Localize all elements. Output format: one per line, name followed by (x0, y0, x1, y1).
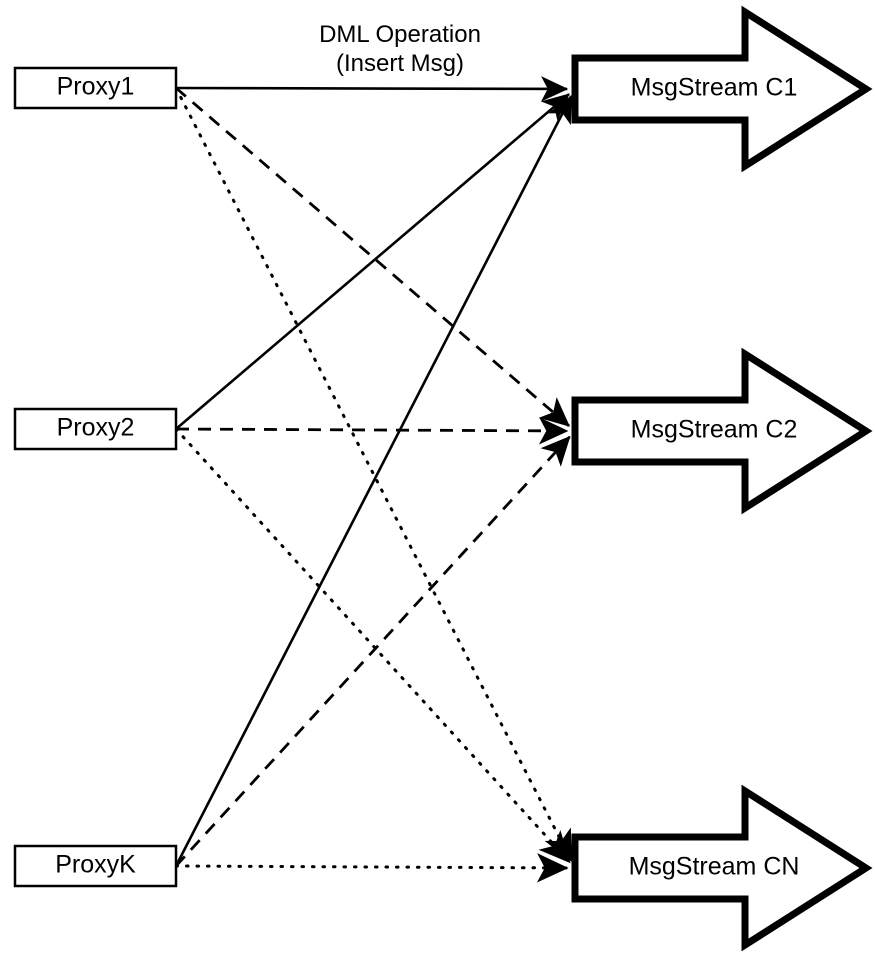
block-arrow-shape (571, 784, 873, 952)
msgstream-label: MsgStream CN (629, 853, 800, 881)
proxy-box-shape (13, 407, 178, 451)
streams-layer: MsgStream C1 MsgStream C2 MsgStream CN (571, 5, 873, 952)
edge-proxy1-to-stream-c1 (175, 76, 569, 102)
proxy-label: Proxy2 (57, 414, 135, 442)
edge-proxy2-to-stream-c1 (175, 93, 570, 430)
proxy-label: ProxyK (55, 851, 136, 879)
annotation-dml-operation-label: DML Operation(Insert Msg) (319, 21, 481, 77)
msgstream-stream-c1[interactable]: MsgStream C1 (571, 5, 873, 173)
proxy-node-proxy2[interactable]: Proxy2 (13, 407, 178, 451)
msgstream-stream-cn[interactable]: MsgStream CN (571, 784, 873, 952)
msgstream-stream-c2[interactable]: MsgStream C2 (571, 347, 873, 515)
annotation-line-2: (Insert Msg) (336, 50, 464, 77)
edge-proxy2-to-stream-cn (174, 427, 572, 864)
proxy-box-shape (13, 844, 178, 888)
edge-proxy2-to-stream-c2 (175, 417, 569, 445)
edge-proxyk-to-stream-c2 (174, 435, 571, 867)
edge-proxy1-to-stream-c2 (175, 86, 570, 427)
proxy-box-shape (13, 66, 178, 110)
proxy-label: Proxy1 (57, 73, 135, 101)
edges-layer (174, 76, 573, 883)
block-arrow-shape (571, 5, 873, 173)
block-arrow-shape (571, 347, 873, 515)
msgstream-label: MsgStream C2 (631, 416, 798, 444)
annotations-layer: DML Operation(Insert Msg) (319, 21, 481, 77)
edge-proxy1-to-stream-cn (174, 86, 573, 863)
msgstream-label: MsgStream C1 (631, 74, 798, 102)
edge-proxyk-to-stream-c1 (174, 94, 573, 867)
annotation-line-1: DML Operation (319, 21, 481, 48)
proxy-node-proxyk[interactable]: ProxyK (13, 844, 178, 888)
edge-proxyk-to-stream-cn (174, 853, 569, 883)
proxy-node-proxy1[interactable]: Proxy1 (13, 66, 178, 110)
